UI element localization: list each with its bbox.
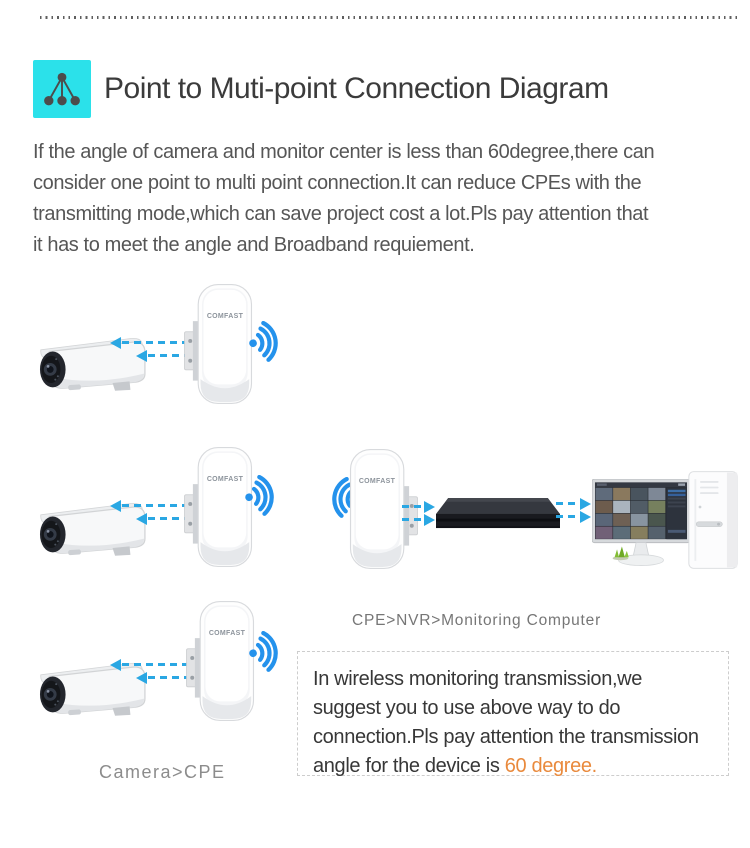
arrow-left-icon <box>110 336 121 349</box>
cpe-logo: COMFAST <box>358 478 396 485</box>
computer-tower-device <box>688 471 738 569</box>
intro-line: transmitting mode,which can save project… <box>33 203 649 225</box>
note-line: suggest you to use above way to do <box>313 697 621 719</box>
dashed-link-line <box>148 354 205 357</box>
note-line: angle for the device is 60 degree. <box>313 752 718 781</box>
dashed-link-line <box>148 517 205 520</box>
intro-line: it has to meet the angle and Broadband r… <box>33 234 475 256</box>
arrow-left-icon <box>110 658 121 671</box>
dashed-link-line <box>122 341 205 344</box>
intro-line: If the angle of camera and monitor cente… <box>33 141 655 163</box>
section-header: Point to Muti-point Connection Diagram <box>33 60 609 118</box>
monitor-device <box>592 479 690 567</box>
wifi-signal-icon <box>242 472 288 518</box>
note-line: In wireless monitoring transmission,we <box>313 668 643 690</box>
dashed-link-line <box>122 663 205 666</box>
top-dotted-divider <box>40 16 740 19</box>
camera-cpe-label: Camera>CPE <box>99 762 226 782</box>
arrow-left-icon <box>136 349 147 362</box>
cpe-logo: COMFAST <box>208 630 246 637</box>
cpe-device: COMFAST <box>349 448 419 570</box>
cpe-device: COMFAST <box>185 600 255 722</box>
cpe-logo: COMFAST <box>206 476 244 483</box>
arrow-right-icon <box>580 497 591 510</box>
section-title: Point to Muti-point Connection Diagram <box>104 72 609 105</box>
note-highlight: 60 degree. <box>504 755 597 777</box>
dashed-link-line <box>122 504 205 507</box>
dashed-link-line <box>556 502 582 505</box>
cpe-device: COMFAST <box>183 446 253 568</box>
dashed-link-line <box>556 515 582 518</box>
wifi-signal-icon <box>246 628 292 674</box>
chain-label: CPE>NVR>Monitoring Computer <box>352 612 602 629</box>
dashed-link-line <box>148 676 205 679</box>
intro-paragraph: If the angle of camera and monitor cente… <box>33 137 655 261</box>
note-box: In wireless monitoring transmission,we s… <box>297 651 729 777</box>
arrow-right-icon <box>580 510 591 523</box>
arrow-left-icon <box>110 499 121 512</box>
intro-line: consider one point to multi point connec… <box>33 172 642 194</box>
dashed-link-line <box>402 518 426 521</box>
note-last-line: angle for the device is <box>313 755 505 777</box>
cpe-logo: COMFAST <box>206 313 244 320</box>
arrow-left-icon <box>136 671 147 684</box>
arrow-right-icon <box>424 513 435 526</box>
wifi-signal-icon <box>246 318 292 364</box>
nvr-device <box>436 497 560 529</box>
multipoint-network-icon <box>33 60 91 118</box>
cpe-device: COMFAST <box>183 283 253 405</box>
arrow-right-icon <box>424 500 435 513</box>
note-line: connection.Pls pay attention the transmi… <box>313 726 699 748</box>
arrow-left-icon <box>136 512 147 525</box>
dashed-link-line <box>402 505 426 508</box>
